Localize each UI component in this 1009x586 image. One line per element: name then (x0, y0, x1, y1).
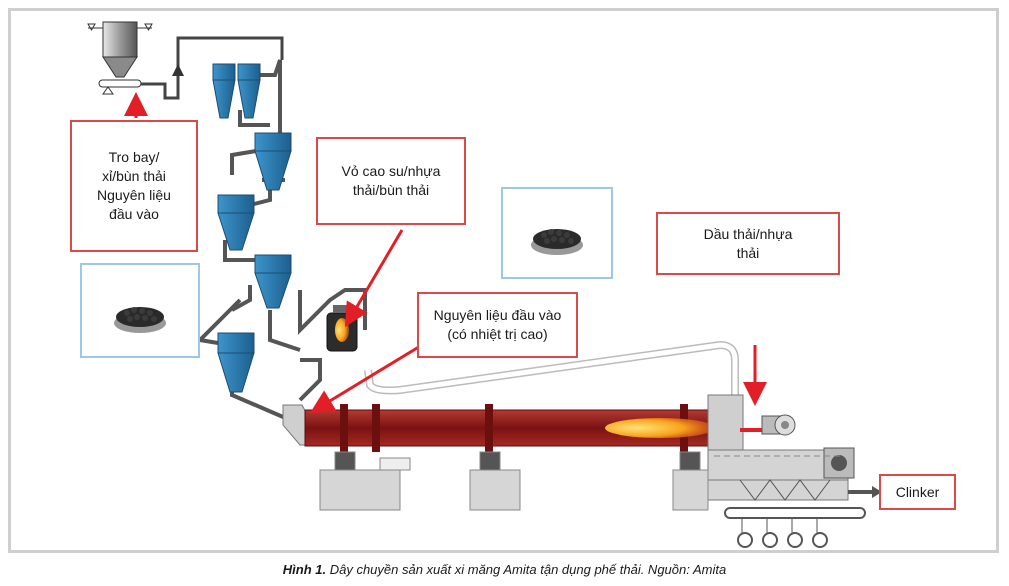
sample-photo-left (80, 263, 200, 358)
label-rubber-plastic: Vỏ cao su/nhựa thải/bùn thải (316, 137, 466, 225)
cyclone-stage-1b (237, 63, 261, 119)
preheater-tower (195, 59, 367, 422)
clinker-cooler (707, 394, 855, 501)
kiln-flame (605, 418, 715, 438)
feed-silo (87, 21, 153, 95)
sample-photo-right (501, 187, 613, 279)
label-high-heat-input: Nguyên liệu đầu vào (có nhiệt trị cao) (417, 292, 578, 358)
calciner (326, 305, 358, 352)
label-waste-oil: Dầu thải/nhựa thải (656, 212, 840, 275)
cyclone-stage-2 (254, 132, 292, 191)
cyclone-stage-5 (217, 332, 255, 393)
cyclone-stage-1a (212, 63, 236, 119)
kiln-supports (319, 451, 709, 511)
label-ash-input: Tro bay/ xỉ/bùn thải Nguyên liệu đầu vào (70, 120, 198, 252)
process-diagram (87, 21, 882, 548)
cyclone-stage-3 (217, 194, 255, 251)
caption-prefix: Hình 1. (282, 562, 327, 577)
label-clinker: Clinker (879, 474, 956, 510)
input-arrows (124, 92, 767, 414)
caption-text: Dây chuyền sản xuất xi măng Amita tận dụ… (326, 562, 727, 577)
cyclone-stage-4 (254, 254, 292, 309)
clinker-conveyor (724, 507, 866, 548)
arrow-rubber-to-calciner (344, 229, 404, 328)
figure-caption: Hình 1. Dây chuyền sản xuất xi măng Amit… (0, 562, 1009, 577)
arrow-highheat-to-kiln (309, 343, 423, 414)
burner-fan (761, 414, 796, 436)
